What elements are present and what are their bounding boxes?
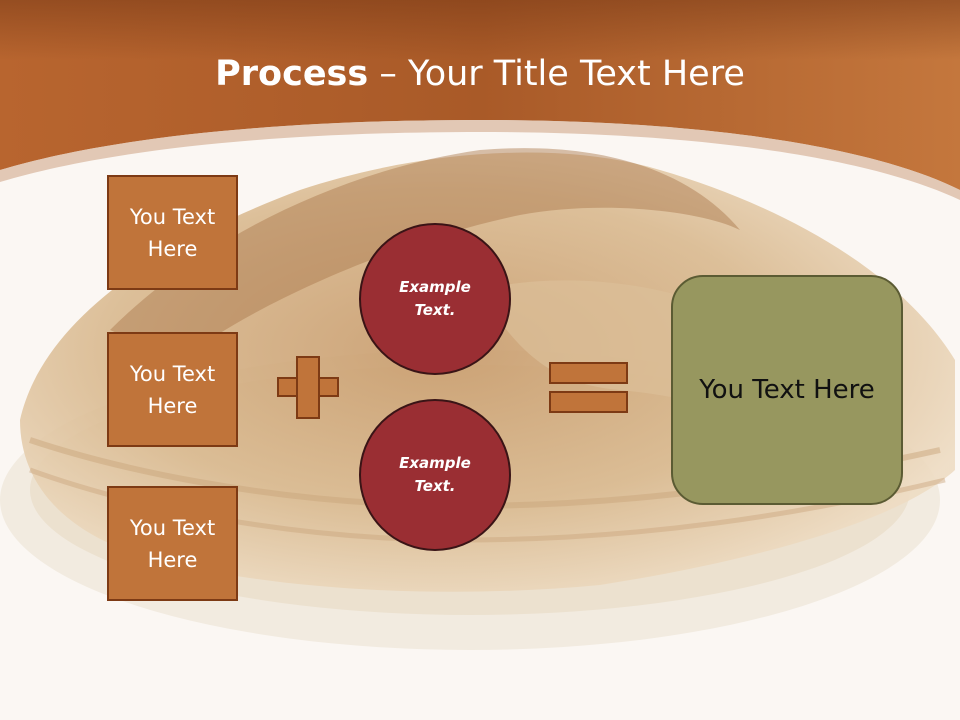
slide-title: Process – Your Title Text Here: [0, 52, 960, 96]
example-circle-1: Example Text.: [359, 223, 511, 375]
text-box-3: You Text Here: [107, 486, 238, 601]
example-circle-2: Example Text.: [359, 399, 511, 551]
result-box-label: You Text Here: [699, 375, 875, 405]
text-box-1: You Text Here: [107, 175, 238, 290]
text-box-2: You Text Here: [107, 332, 238, 447]
example-circle-2-label: Example Text.: [399, 454, 471, 495]
text-box-2-label: You Text Here: [129, 361, 216, 418]
result-box: You Text Here: [671, 275, 903, 505]
text-box-3-label: You Text Here: [129, 515, 216, 572]
text-box-1-label: You Text Here: [129, 204, 216, 261]
title-rest: – Your Title Text Here: [368, 54, 745, 94]
title-bold: Process: [215, 54, 369, 94]
example-circle-1-label: Example Text.: [399, 278, 471, 319]
